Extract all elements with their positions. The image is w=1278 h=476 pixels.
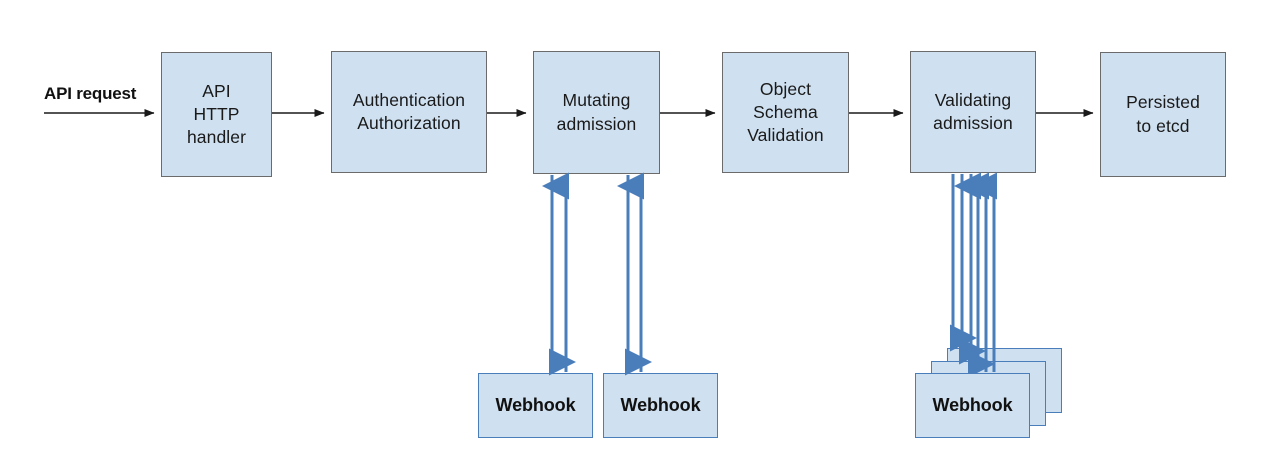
node-mutating-admission[interactable]: Mutating admission bbox=[533, 51, 660, 174]
arrow-validating-to-webhook-stack bbox=[950, 172, 997, 378]
node-api-http-handler[interactable]: API HTTP handler bbox=[161, 52, 272, 177]
node-authentication-authorization[interactable]: Authentication Authorization bbox=[331, 51, 487, 173]
arrow-mutating-to-webhook-1 bbox=[542, 172, 576, 376]
node-validating-admission[interactable]: Validating admission bbox=[910, 51, 1036, 173]
node-persisted-to-etcd[interactable]: Persisted to etcd bbox=[1100, 52, 1226, 177]
webhook-mutating-1[interactable]: Webhook bbox=[478, 373, 593, 438]
webhook-validating-front[interactable]: Webhook bbox=[915, 373, 1030, 438]
webhook-mutating-2[interactable]: Webhook bbox=[603, 373, 718, 438]
api-request-label: API request bbox=[44, 84, 137, 103]
node-object-schema-validation[interactable]: Object Schema Validation bbox=[722, 52, 849, 173]
arrow-mutating-to-webhook-2 bbox=[617, 172, 652, 376]
